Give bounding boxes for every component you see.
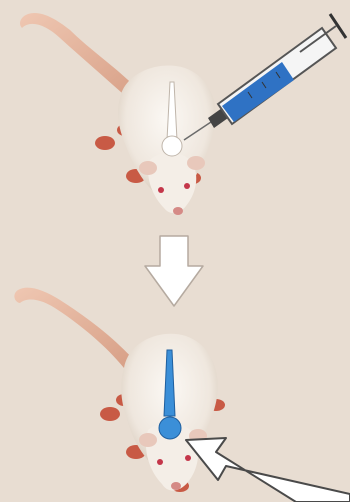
bottom-rat-eye (157, 459, 163, 465)
bottom-rat-ear (139, 433, 157, 447)
bottom-rat-nose (171, 482, 181, 490)
top-rat-nose (173, 207, 183, 215)
bottom-marker-circle-icon (159, 417, 181, 439)
bottom-rat-eye (185, 455, 191, 461)
top-marker-circle-icon (162, 136, 182, 156)
top-rat-eye (184, 183, 190, 189)
top-rat-ear (187, 156, 205, 170)
bottom-rat-paw (100, 407, 120, 421)
top-rat-paw (95, 136, 115, 150)
top-rat-ear (139, 161, 157, 175)
top-rat-eye (158, 187, 164, 193)
